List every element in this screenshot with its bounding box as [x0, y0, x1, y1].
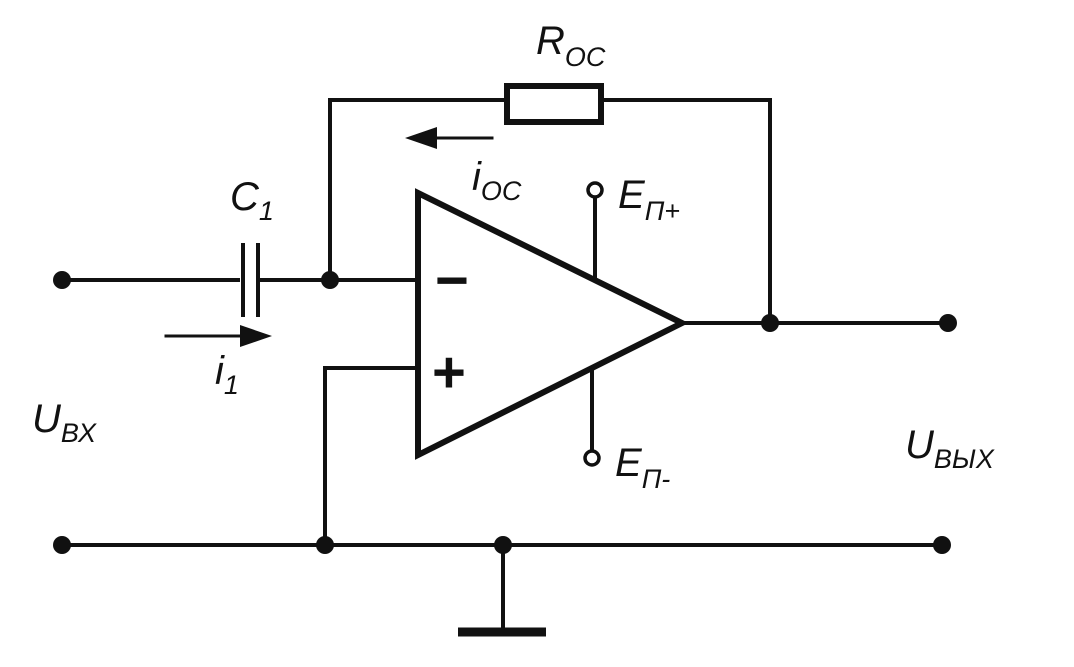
noninverting-input-sign: + — [432, 340, 466, 405]
input-capacitor-label: C1 — [230, 175, 274, 226]
feedback-resistor-label: RОС — [536, 19, 606, 72]
noninverting-wire — [323, 366, 420, 547]
positive-supply-label: EП+ — [618, 173, 680, 226]
feedback-current-arrowhead — [405, 127, 437, 149]
positive-supply-terminal — [586, 181, 604, 199]
output-node — [761, 314, 779, 332]
input-current-label: i1 — [215, 349, 239, 400]
feedback-current-label: iОС — [472, 155, 522, 206]
ground-input-terminal — [53, 536, 71, 554]
input-terminal — [53, 271, 71, 289]
output-terminal — [939, 314, 957, 332]
ground-node — [494, 536, 512, 554]
inverting-node — [321, 271, 339, 289]
feedback-resistor — [504, 83, 604, 125]
negative-supply-label: EП- — [615, 441, 670, 494]
inverting-input-sign: − — [435, 248, 469, 313]
op-amp-triangle — [415, 188, 689, 460]
output-voltage-label: UВЫХ — [905, 423, 995, 474]
ground-output-terminal — [933, 536, 951, 554]
negative-supply-terminal — [583, 449, 601, 467]
noninverting-ground-node — [316, 536, 334, 554]
feedback-wire-left — [328, 98, 509, 282]
input-current-arrowhead — [240, 325, 272, 347]
feedback-wire-right — [599, 98, 772, 325]
input-voltage-label: UВХ — [32, 397, 97, 448]
